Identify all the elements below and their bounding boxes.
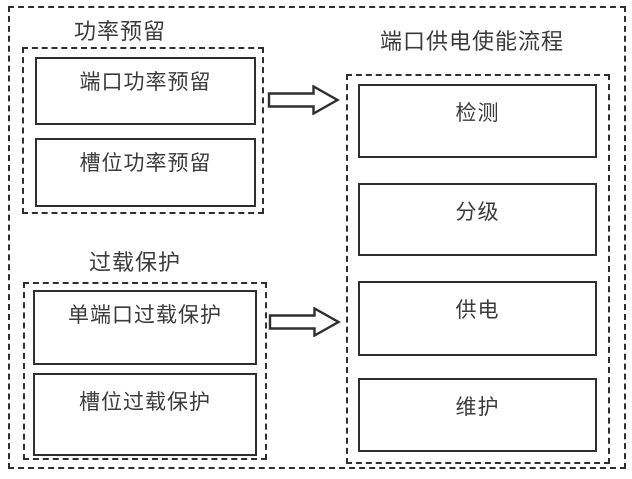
group-box-power-reservation: 端口功率预留 槽位功率预留 (22, 47, 264, 214)
node-label-classification: 分级 (455, 200, 500, 224)
node-power-supply: 供电 (358, 281, 597, 356)
node-label-single-port-overload-protection: 单端口过载保护 (68, 303, 222, 327)
node-slot-power-reservation: 槽位功率预留 (35, 138, 256, 207)
block-arrow-right-icon (267, 85, 340, 115)
node-label-slot-overload-protection: 槽位过载保护 (79, 390, 211, 414)
node-label-detection: 检测 (455, 101, 500, 125)
block-arrow-right-icon (268, 307, 341, 337)
group-title-power-reservation: 功率预留 (73, 19, 166, 44)
node-detection: 检测 (358, 84, 597, 158)
node-port-power-reservation: 端口功率预留 (35, 57, 256, 125)
node-label-slot-power-reservation: 槽位功率预留 (79, 151, 212, 175)
node-maintenance: 维护 (358, 378, 597, 452)
group-title-overload-protection: 过载保护 (88, 250, 181, 275)
node-label-maintenance: 维护 (455, 395, 500, 419)
node-label-port-power-reservation: 端口功率预留 (79, 70, 212, 94)
group-title-port-power-enable-flow: 端口供电使能流程 (379, 29, 564, 54)
node-classification: 分级 (358, 183, 597, 256)
node-slot-overload-protection: 槽位过载保护 (33, 373, 257, 456)
group-box-overload-protection: 单端口过载保护 槽位过载保护 (23, 282, 267, 460)
group-box-port-power-enable-flow: 检测 分级 供电 维护 (346, 74, 610, 464)
node-label-power-supply: 供电 (455, 298, 500, 322)
figure-outer-dashed-border (8, 6, 626, 469)
node-single-port-overload-protection: 单端口过载保护 (33, 290, 257, 365)
